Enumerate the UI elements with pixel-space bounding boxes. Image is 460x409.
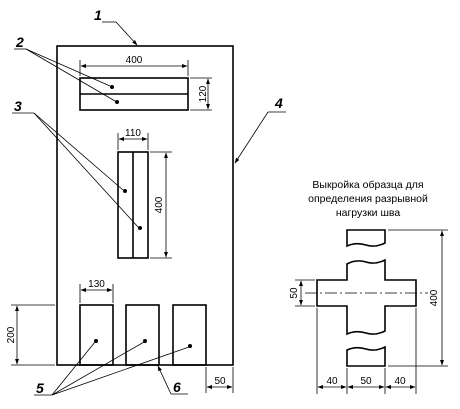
dimension-bottom-height: 200 [6, 304, 55, 366]
callout-label-2: 2 [15, 34, 24, 50]
callout-1: 1 [94, 7, 138, 46]
cross-pattern [305, 229, 428, 367]
dim-label-bottom-height: 200 [6, 326, 17, 343]
pattern-caption: Выкройка образца для определения разрывн… [308, 179, 428, 219]
dim-label-pattern-height: 400 [429, 289, 440, 306]
dim-label-strip-width: 400 [126, 55, 143, 66]
dim-label-bottom-width: 130 [88, 279, 105, 290]
callout-4: 4 [234, 95, 286, 164]
horizontal-strip-samples [79, 77, 189, 111]
dim-label-pattern-right: 40 [394, 376, 406, 387]
dimension-edge-margin: 50 [205, 367, 234, 393]
callout-label-3: 3 [14, 98, 22, 114]
callout-label-4: 4 [274, 95, 283, 111]
callout-3: 3 [12, 98, 139, 228]
dim-label-pattern-arm: 50 [289, 287, 300, 299]
callout-label-1: 1 [94, 7, 102, 23]
dim-label-vertical-width: 110 [125, 128, 141, 139]
callout-5: 5 [34, 341, 190, 396]
vertical-strip-samples [117, 151, 149, 259]
dimension-vertical-width: 110 [117, 128, 149, 150]
caption-line-3: нагрузки шва [336, 207, 401, 219]
bottom-samples [79, 304, 207, 366]
caption-line-1: Выкройка образца для [312, 179, 423, 191]
dimension-pattern-arm: 50 [289, 279, 315, 307]
dim-label-vertical-height: 400 [154, 196, 165, 213]
dim-label-pattern-center: 50 [360, 376, 372, 387]
callout-2: 2 [14, 34, 116, 102]
dim-label-edge-margin: 50 [214, 376, 226, 387]
callout-6: 6 [157, 365, 188, 395]
dimension-strip-height: 120 [190, 77, 212, 111]
dimension-strip-width: 400 [79, 55, 189, 76]
dim-label-strip-height: 120 [198, 85, 209, 102]
dim-label-pattern-left: 40 [326, 376, 338, 387]
caption-line-2: определения разрывной [308, 193, 428, 205]
callout-label-6: 6 [173, 379, 181, 395]
dimension-pattern-widths: 40 50 40 [316, 308, 417, 394]
dimension-pattern-height: 400 [388, 229, 448, 367]
dimension-vertical-height: 400 [150, 151, 172, 259]
dimension-bottom-width: 130 [79, 279, 114, 303]
callout-label-5: 5 [36, 380, 44, 396]
